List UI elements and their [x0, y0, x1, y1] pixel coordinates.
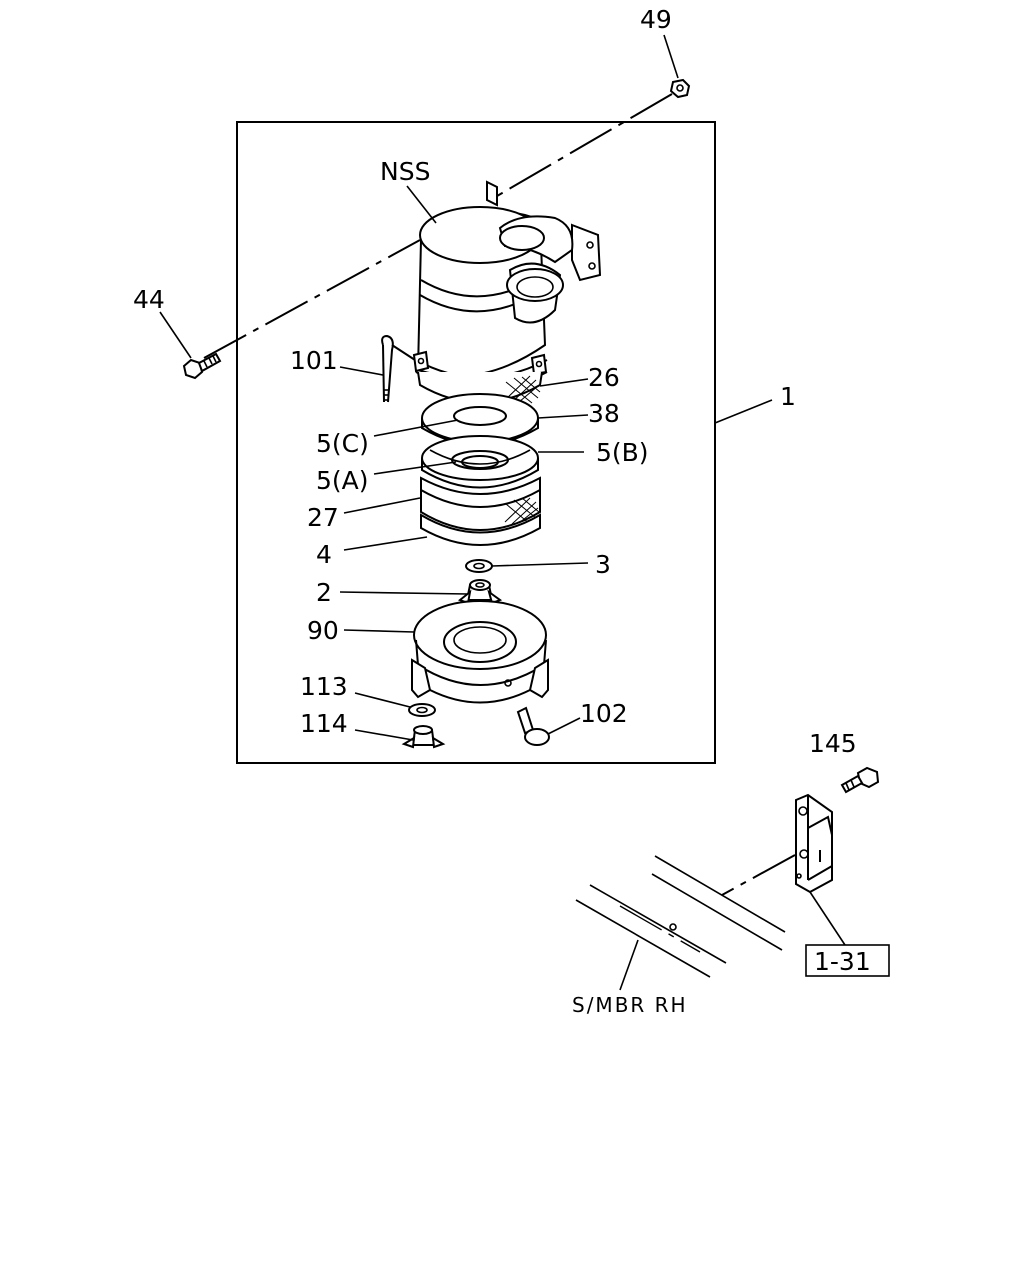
reference-label: 1-31 [814, 947, 871, 976]
centerline-bracket [721, 854, 796, 896]
callout-114: 114 [300, 709, 348, 738]
nut-49 [669, 78, 691, 99]
callout-26: 26 [588, 363, 620, 392]
bolt-44 [182, 352, 222, 380]
assembly-boundary-box [236, 121, 716, 764]
wing-nut-2 [458, 579, 503, 605]
valve-102 [504, 679, 550, 746]
callout-38: 38 [588, 399, 620, 428]
washer-113 [408, 703, 436, 717]
gasket-4 [420, 513, 541, 546]
callout-145: 145 [809, 729, 857, 758]
callout-27: 27 [307, 503, 339, 532]
callout-nss: NSS [380, 157, 430, 186]
leader-lines [159, 34, 846, 991]
callout-5a: 5(A) [316, 466, 369, 495]
element-27 [420, 476, 541, 531]
callout-5b: 5(B) [596, 438, 649, 467]
callout-101: 101 [290, 346, 338, 375]
frame-label: S/MBR RH [572, 993, 688, 1017]
callout-90: 90 [307, 616, 339, 645]
callout-113: 113 [300, 672, 348, 701]
air-cleaner-body [412, 180, 602, 404]
element-5 [421, 435, 539, 489]
callout-44: 44 [133, 285, 165, 314]
callout-102: 102 [580, 699, 628, 728]
mount-bracket [795, 793, 833, 894]
clip-101 [381, 334, 416, 403]
dust-bowl-90 [411, 600, 549, 704]
callout-2: 2 [316, 578, 332, 607]
reference-box [805, 944, 890, 977]
callout-1: 1 [780, 382, 796, 411]
side-member-frame [575, 855, 786, 978]
callout-3: 3 [595, 550, 611, 579]
callout-4: 4 [316, 540, 332, 569]
centerline-44 [203, 239, 421, 359]
callout-5c: 5(C) [316, 429, 369, 458]
callout-49: 49 [640, 5, 672, 34]
centerline-49 [496, 93, 673, 197]
washer-3 [465, 559, 493, 573]
bolt-145 [840, 766, 880, 794]
wing-nut-114 [401, 725, 446, 749]
